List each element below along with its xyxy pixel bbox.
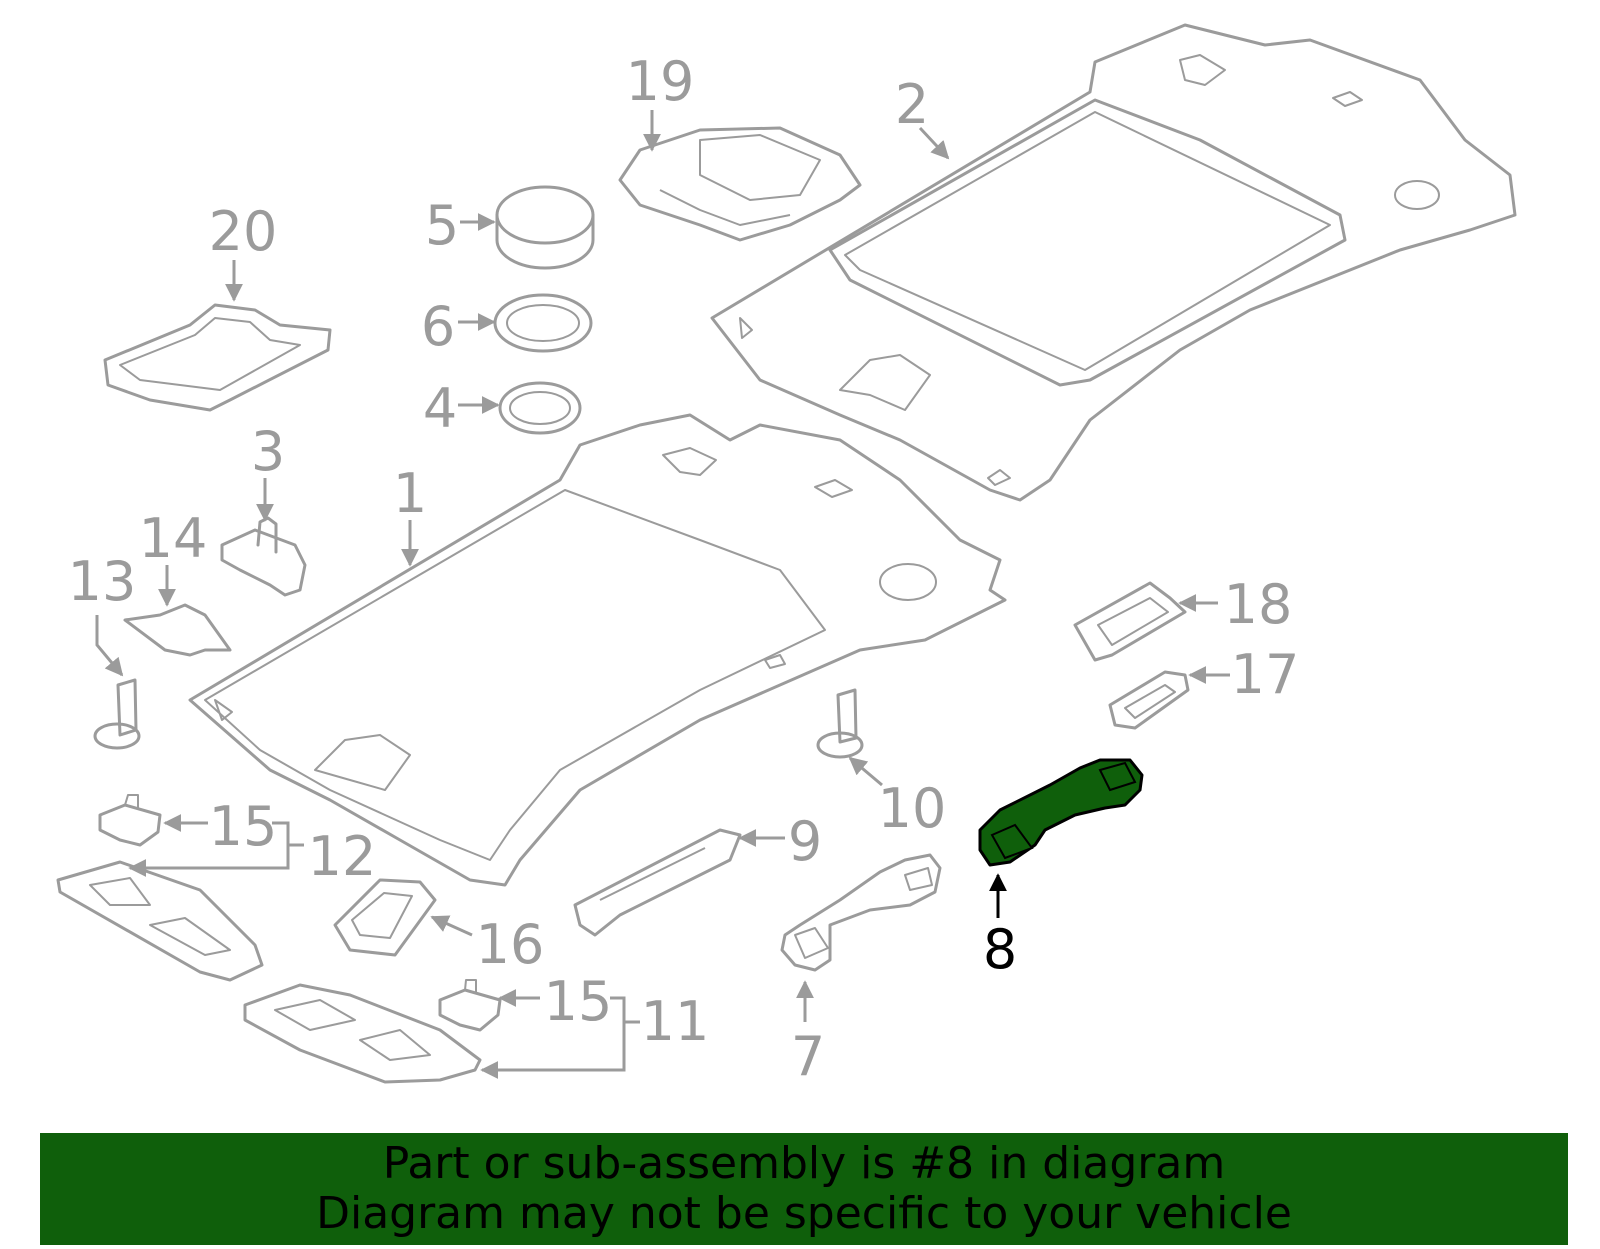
callout-6: 6 — [421, 295, 455, 358]
bracket-14-part — [123, 603, 232, 657]
callout-5: 5 — [425, 194, 459, 257]
banner-line-1: Part or sub-assembly is #8 in diagram — [382, 1138, 1226, 1189]
overhead-console-part — [618, 126, 862, 242]
callout-15-lower: 15 — [544, 970, 613, 1033]
pad-18-part — [1073, 581, 1187, 662]
callout-14: 14 — [139, 507, 208, 570]
callout-8: 8 — [983, 918, 1017, 981]
callout-17: 17 — [1231, 643, 1300, 706]
callout-18: 18 — [1224, 573, 1293, 636]
clip-3-part — [220, 516, 307, 597]
pin-13-part — [93, 678, 141, 750]
callout-20: 20 — [209, 200, 278, 263]
callout-7: 7 — [791, 1025, 825, 1088]
callout-15-upper: 15 — [209, 795, 278, 858]
ring-5-part — [495, 185, 595, 270]
dome-lamp-housing-part — [103, 303, 332, 412]
frame-16-part — [333, 878, 437, 957]
callout-19: 19 — [626, 50, 695, 113]
headliner-upper-part — [710, 23, 1517, 502]
ring-6-part — [493, 293, 593, 353]
callout-9: 9 — [788, 810, 822, 873]
callout-11: 11 — [641, 990, 710, 1053]
clip-15-lower-part — [438, 979, 502, 1032]
sun-visor-11-part — [243, 983, 482, 1084]
callout-4: 4 — [423, 377, 457, 440]
leader-lines — [95, 110, 1230, 1079]
callout-13: 13 — [68, 550, 137, 613]
callout-labels: 19 2 20 5 6 4 3 1 14 13 18 17 10 9 15 12… — [68, 50, 1300, 1088]
info-banner: Part or sub-assembly is #8 in diagram Di… — [40, 1133, 1568, 1245]
callout-10: 10 — [878, 777, 947, 840]
callout-16: 16 — [476, 913, 545, 976]
callout-3: 3 — [251, 420, 285, 483]
headliner-main-part — [188, 413, 1007, 887]
pin-10-part — [816, 688, 864, 759]
lamp-17-part — [1108, 670, 1190, 730]
callout-12: 12 — [308, 825, 377, 888]
callout-2: 2 — [895, 73, 929, 136]
sun-visor-12-part — [56, 860, 264, 982]
grab-handle-8-part — [978, 758, 1144, 867]
callout-1: 1 — [393, 462, 427, 525]
clip-15-upper-part — [98, 794, 162, 847]
banner-line-2: Diagram may not be specific to your vehi… — [316, 1188, 1292, 1239]
grab-handle-7-part — [780, 853, 942, 972]
ring-4-part — [498, 381, 582, 435]
bracket-9-part — [573, 828, 742, 937]
